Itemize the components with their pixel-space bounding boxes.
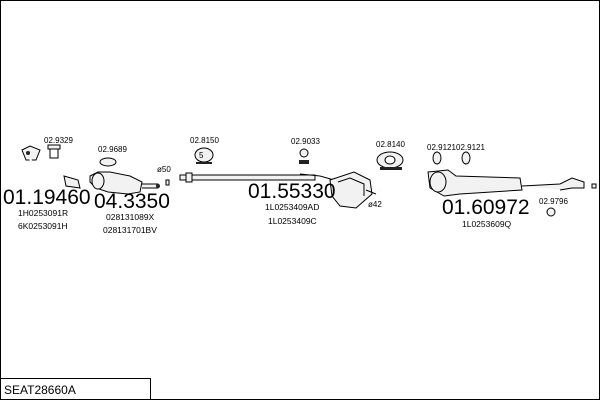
mount-02-9121-a-drawing — [432, 151, 442, 165]
bracket-02-9329-drawing — [47, 144, 61, 159]
rear-silencer-drawing — [379, 169, 597, 197]
part-number: 01.60972 — [442, 196, 530, 219]
accessory-code: 02.9121 — [427, 143, 456, 152]
oem-reference: 1L0253609Q — [462, 219, 512, 229]
svg-text:5: 5 — [199, 151, 204, 160]
accessory-code: 02.9796 — [539, 197, 568, 206]
hanger-02-8140-drawing — [376, 151, 404, 170]
accessory-code: 02.8140 — [376, 140, 405, 149]
accessory-code: 02.8150 — [190, 136, 219, 145]
oem-reference: 1L0253409C — [268, 216, 317, 226]
title-text: SEAT28660A — [4, 383, 76, 397]
center-silencer-drawing — [329, 171, 377, 209]
diameter-label: ø50 — [157, 165, 171, 174]
ring-02-9796-drawing — [546, 207, 556, 217]
part-number: 01.19460 — [3, 186, 91, 209]
accessory-code: 02.9033 — [291, 137, 320, 146]
diameter-label: ø42 — [368, 200, 382, 209]
oem-reference: 6K0253091H — [18, 221, 68, 231]
oem-reference: 028131701BV — [103, 225, 157, 235]
accessory-code: 02.9329 — [44, 136, 73, 145]
oem-reference: 1H0253091R — [18, 208, 68, 218]
oem-reference: 028131089X — [106, 212, 155, 222]
part-number: 01.55330 — [248, 180, 336, 203]
oem-reference: 1L0253409AD — [265, 202, 319, 212]
hanger-02-8150-drawing: 5 — [194, 147, 214, 164]
accessory-code: 02.9689 — [98, 145, 127, 154]
front-pipe-drawing — [21, 145, 81, 189]
intermediate-pipe-drawing — [179, 172, 335, 183]
mount-02-9121-b-drawing — [461, 151, 471, 165]
catalyst-drawing — [89, 171, 170, 195]
accessory-code: 02.9121 — [456, 143, 485, 152]
part-number: 04.3350 — [94, 190, 170, 213]
clamp-02-9033-drawing — [299, 148, 309, 164]
ring-02-9689-drawing — [99, 157, 117, 167]
